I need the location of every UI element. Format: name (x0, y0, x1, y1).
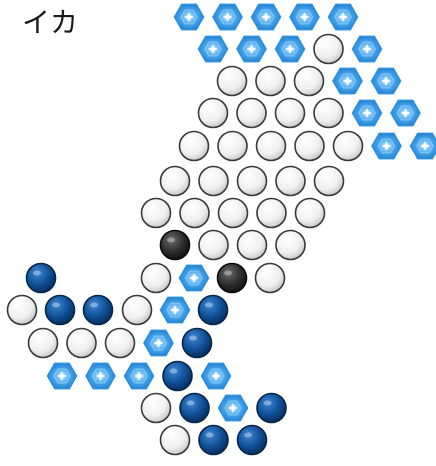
white-bead (238, 231, 267, 260)
bead-highlight (244, 433, 252, 438)
white-bead (237, 99, 266, 128)
white-bead (199, 167, 228, 196)
white-bead (314, 35, 343, 64)
blue-hexagon-gem-icon (411, 133, 436, 158)
blue-hexagon-gem-icon (372, 133, 401, 158)
white-bead (219, 199, 248, 228)
white-bead (142, 199, 171, 228)
blue-hexagon-gem-icon (86, 363, 115, 388)
white-bead (180, 199, 209, 228)
white-bead (218, 67, 247, 96)
white-bead (161, 426, 190, 455)
white-bead (123, 296, 152, 325)
blue-bead (27, 264, 56, 293)
black-bead (218, 264, 247, 293)
white-bead (29, 329, 58, 358)
blue-hexagon-gem-icon (329, 4, 358, 29)
white-bead (276, 99, 305, 128)
blue-hexagon-gem-icon (219, 395, 248, 420)
bead-highlight (187, 401, 195, 406)
blue-bead (199, 426, 228, 455)
blue-bead (163, 362, 192, 391)
bead-highlight (170, 369, 178, 374)
bead-highlight (189, 336, 197, 341)
white-bead (142, 394, 171, 423)
white-bead (276, 167, 305, 196)
white-bead (67, 329, 96, 358)
blue-bead (238, 426, 267, 455)
blue-hexagon-gem-icon (276, 36, 305, 61)
blue-hexagon-gem-icon (290, 4, 319, 29)
bead-highlight (52, 303, 60, 308)
white-bead (256, 67, 285, 96)
bead-highlight (33, 271, 41, 276)
white-bead (257, 199, 286, 228)
black-bead (161, 231, 190, 260)
white-bead (314, 99, 343, 128)
blue-hexagon-gem-icon (372, 68, 401, 93)
blue-hexagon-gem-icon (144, 330, 173, 355)
bead-highlight (264, 401, 272, 406)
white-bead (218, 132, 247, 161)
blue-hexagon-gem-icon (175, 4, 204, 29)
white-bead (8, 296, 37, 325)
blue-hexagon-gem-icon (213, 4, 242, 29)
white-bead (295, 132, 324, 161)
white-bead (199, 231, 228, 260)
white-bead (257, 132, 286, 161)
blue-hexagon-gem-icon (161, 297, 190, 322)
blue-hexagon-gem-icon (48, 363, 77, 388)
white-bead (256, 264, 285, 293)
white-bead (296, 199, 325, 228)
white-bead (161, 167, 190, 196)
blue-hexagon-gem-icon (237, 36, 266, 61)
bead-highlight (205, 303, 213, 308)
white-bead (276, 231, 305, 260)
white-bead (106, 329, 135, 358)
blue-bead (46, 296, 75, 325)
white-bead (142, 264, 171, 293)
bead-highlight (90, 303, 98, 308)
blue-hexagon-gem-icon (391, 100, 420, 125)
white-bead (199, 99, 228, 128)
white-bead (238, 167, 267, 196)
blue-bead (84, 296, 113, 325)
blue-hexagon-gem-icon (202, 363, 231, 388)
blue-hexagon-gem-icon (125, 363, 154, 388)
white-bead (295, 67, 324, 96)
blue-hexagon-gem-icon (353, 36, 382, 61)
bead-highlight (167, 238, 175, 243)
blue-bead (180, 394, 209, 423)
bead-highlight (206, 433, 214, 438)
blue-hexagon-gem-icon (252, 4, 281, 29)
white-bead (180, 132, 209, 161)
blue-bead (257, 394, 286, 423)
blue-hexagon-gem-icon (333, 68, 362, 93)
bead-highlight (224, 271, 232, 276)
blue-hexagon-gem-icon (180, 265, 209, 290)
white-bead (334, 132, 363, 161)
blue-bead (199, 296, 228, 325)
blue-hexagon-gem-icon (353, 100, 382, 125)
blue-hexagon-gem-icon (199, 36, 228, 61)
white-bead (315, 167, 344, 196)
blue-bead (183, 329, 212, 358)
